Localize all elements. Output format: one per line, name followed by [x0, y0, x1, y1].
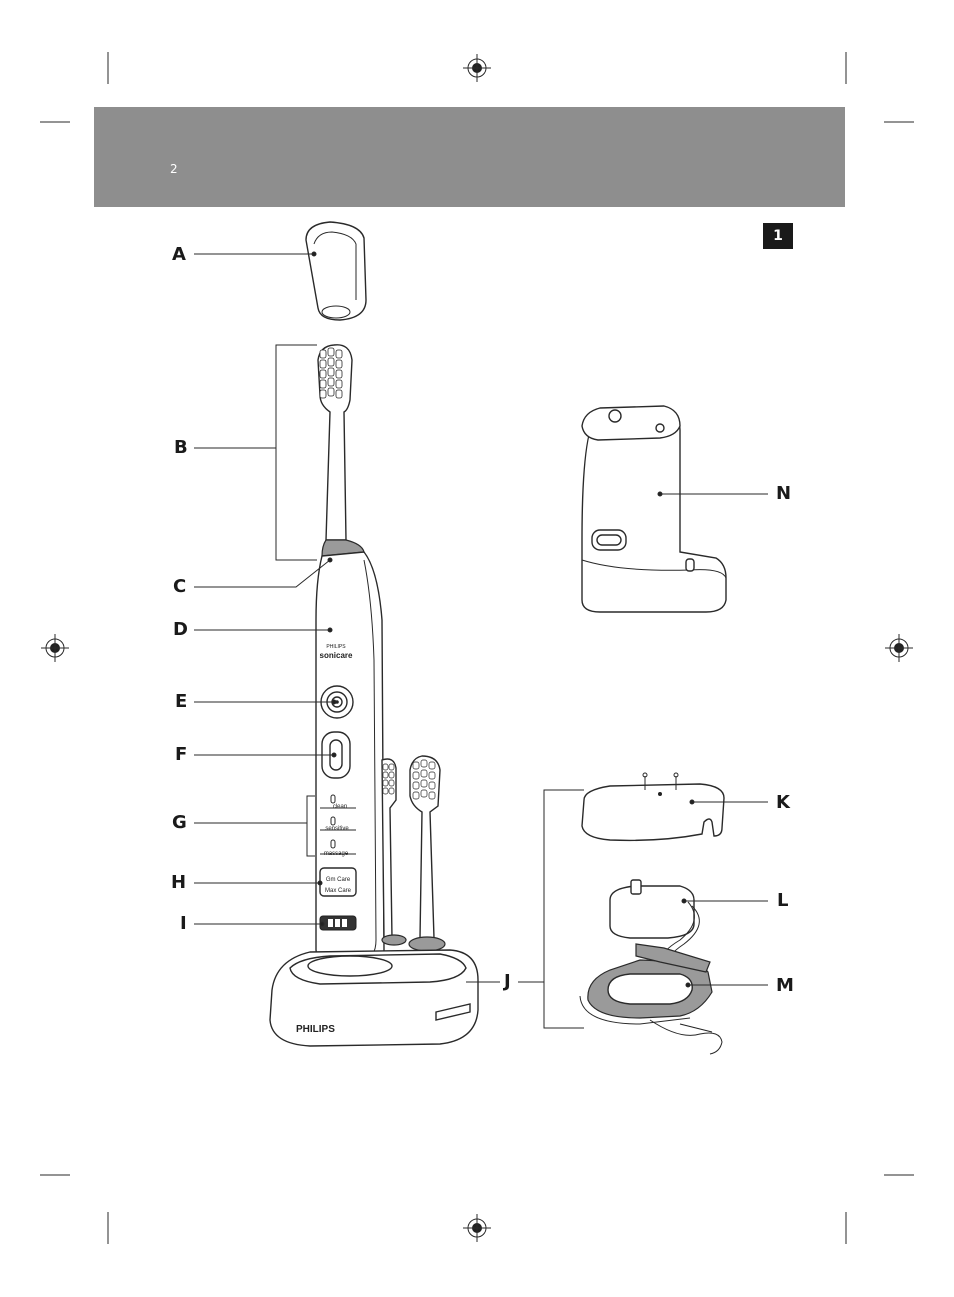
header-band	[94, 107, 845, 207]
travel-charger-case	[581, 405, 727, 613]
callout-k: K	[776, 792, 790, 813]
callout-a: A	[172, 244, 186, 265]
callout-b: B	[174, 437, 188, 458]
crop-marks	[40, 52, 914, 1244]
callout-j: J	[504, 971, 511, 992]
registration-mark-bottom	[463, 1214, 491, 1242]
registration-mark-right	[885, 634, 913, 662]
power-button[interactable]	[320, 685, 354, 719]
callout-c: C	[173, 576, 187, 597]
figure-number-badge: 1	[763, 223, 793, 249]
registration-mark-left	[41, 634, 69, 662]
callout-f: F	[175, 744, 188, 765]
callout-n: N	[776, 483, 792, 504]
routine-indicators: Gm Care Max Care	[319, 867, 357, 897]
callout-m: M	[776, 975, 794, 996]
charger-base: PHILIPS	[269, 949, 479, 1047]
battery-indicator	[319, 915, 357, 931]
mode-clean-label: clean	[333, 804, 347, 810]
charger	[609, 879, 700, 967]
mode-indicators: clean sensitive massage	[320, 794, 356, 857]
cord-wrap	[579, 943, 723, 1055]
registration-mark-top	[463, 54, 491, 82]
mode-massage-label: massage	[324, 851, 349, 857]
handle-product-text: sonicare	[320, 651, 353, 660]
callout-leaders	[194, 251, 768, 1029]
callout-d: D	[173, 619, 188, 640]
mode-sensitive-label: sensitive	[325, 826, 349, 832]
callout-h: H	[171, 872, 187, 893]
callout-e: E	[175, 691, 188, 712]
callout-l: L	[777, 890, 789, 911]
callout-i: I	[180, 913, 187, 934]
protective-cap	[305, 221, 367, 321]
callout-g: G	[172, 812, 187, 833]
handle-brand-text: PHILIPS	[326, 644, 346, 650]
base-brand-text: PHILIPS	[296, 1024, 335, 1035]
spare-brush-heads	[381, 755, 446, 952]
charger-cover	[581, 772, 725, 842]
handle: PHILIPS sonicare clean sensitive	[315, 551, 385, 971]
max-care-label: Max Care	[325, 888, 352, 894]
brush-head	[317, 344, 365, 557]
page-number: 2	[170, 162, 178, 176]
gum-care-label: Gm Care	[326, 877, 351, 883]
